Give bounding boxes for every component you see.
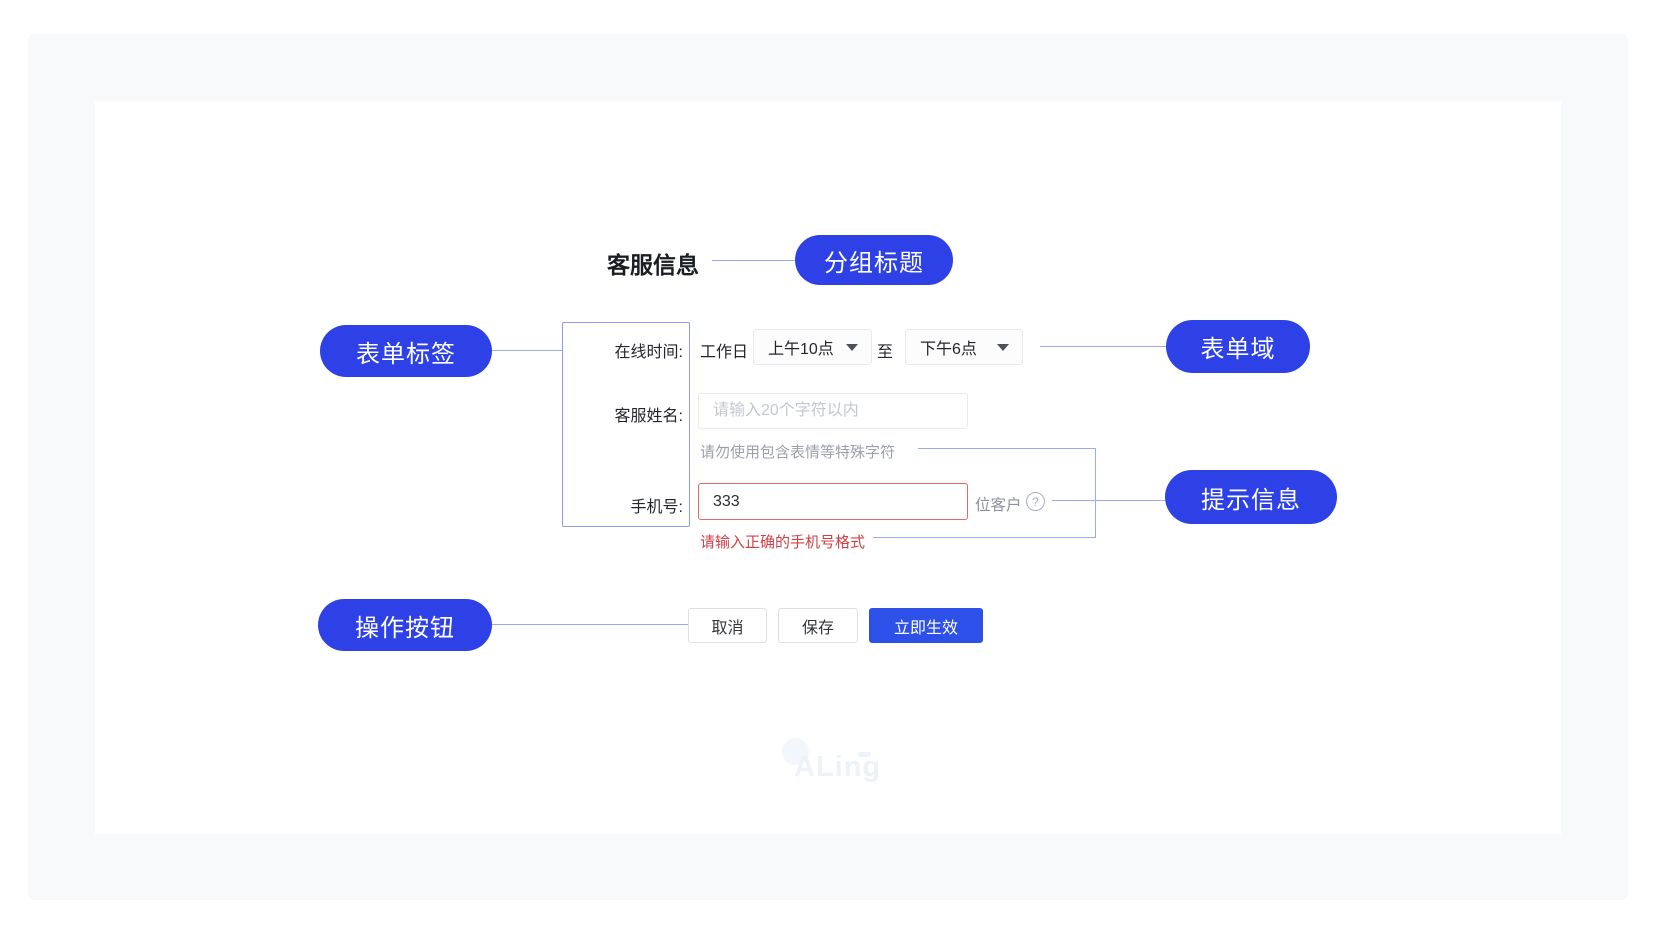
- apply-button[interactable]: 立即生效: [869, 608, 983, 643]
- start-time-select[interactable]: 上午10点: [753, 329, 872, 365]
- question-circle-icon[interactable]: ?: [1026, 492, 1045, 511]
- service-name-label: 客服姓名:: [614, 408, 683, 425]
- end-time-value: 下午6点: [920, 341, 977, 358]
- connector-hint-bottom: [873, 537, 1095, 538]
- form-card: [95, 101, 1561, 834]
- connector-form-label: [492, 350, 562, 351]
- save-button[interactable]: 保存: [778, 608, 858, 643]
- connector-group-title: [712, 260, 795, 261]
- callout-hint-info: 提示信息: [1165, 470, 1337, 524]
- callout-form-field: 表单域: [1166, 320, 1310, 373]
- end-time-select[interactable]: 下午6点: [905, 329, 1023, 365]
- callout-group-title: 分组标题: [795, 235, 953, 285]
- time-joiner: 至: [877, 344, 894, 361]
- phone-suffix: 位客户: [975, 497, 1022, 514]
- form-labels-outline: [562, 322, 690, 527]
- start-time-value: 上午10点: [768, 341, 834, 358]
- service-name-input[interactable]: [698, 393, 968, 429]
- callout-action-buttons: 操作按钮: [318, 599, 492, 651]
- phone-label: 手机号:: [630, 499, 683, 516]
- watermark-logo: [782, 738, 809, 765]
- chevron-down-icon: [997, 343, 1009, 351]
- service-name-hint: 请勿使用包含表情等特殊字符: [700, 444, 896, 461]
- connector-hint-middle: [1052, 500, 1165, 501]
- form-group-title: 客服信息: [607, 252, 699, 278]
- watermark-dash: [858, 752, 871, 757]
- online-time-prefix: 工作日: [700, 344, 749, 361]
- phone-error-message: 请输入正确的手机号格式: [700, 534, 866, 551]
- online-time-label: 在线时间:: [614, 344, 683, 361]
- chevron-down-icon: [846, 343, 858, 351]
- callout-form-label: 表单标签: [320, 325, 492, 377]
- connector-hint-top: [918, 448, 1095, 449]
- connector-form-field: [1040, 346, 1166, 347]
- connector-action-buttons: [492, 624, 688, 625]
- connector-hint-vertical: [1095, 448, 1096, 538]
- cancel-button[interactable]: 取消: [688, 608, 767, 643]
- phone-input[interactable]: [698, 483, 968, 520]
